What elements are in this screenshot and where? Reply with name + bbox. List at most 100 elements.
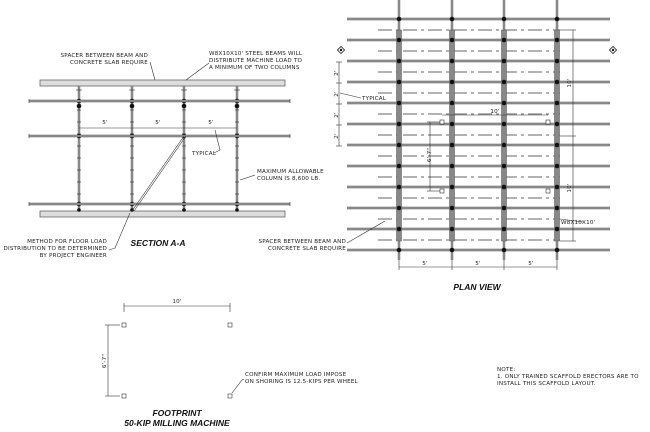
wheel-square xyxy=(439,119,445,125)
plan-spacer-note-2: CONCRETE SLAB REQUIRE xyxy=(268,246,346,252)
coupler-node xyxy=(501,121,507,127)
coupler-node xyxy=(396,100,402,106)
w8-steel-beam xyxy=(501,29,507,242)
coupler-node xyxy=(501,226,507,232)
coupler-node xyxy=(77,208,81,212)
section-marker-icon xyxy=(608,45,618,55)
plan-dim-bottom-2: 5' xyxy=(475,261,481,267)
coupler-node xyxy=(449,16,455,22)
plan-beam-label: W8X10X10' xyxy=(561,220,595,226)
coupler-node xyxy=(396,58,402,64)
coupler-node xyxy=(501,184,507,190)
section-dim-2: 5' xyxy=(155,120,161,126)
leader-beams xyxy=(185,62,210,81)
coupler-node xyxy=(449,226,455,232)
coupler-node xyxy=(501,205,507,211)
leader-typical xyxy=(213,149,221,154)
plan-dim-left-1: 2' xyxy=(334,70,340,76)
wheel-square xyxy=(227,322,233,328)
w8-steel-beam xyxy=(449,29,455,242)
footprint-subtitle: 50-KIP MILLING MACHINE xyxy=(124,418,230,428)
plan-dim-left-3: 2' xyxy=(334,112,340,118)
coupler-node xyxy=(396,142,402,148)
footprint-dim-width: 10' xyxy=(172,299,181,305)
concrete-slab-top xyxy=(39,79,286,87)
coupler-node xyxy=(554,121,560,127)
coupler-node xyxy=(235,208,239,212)
leader-method xyxy=(108,247,116,251)
coupler-node xyxy=(396,247,402,253)
footprint-dim-height: 6'-7" xyxy=(102,354,108,368)
w8-steel-beam xyxy=(396,29,402,242)
section-method-note-3: BY PROJECT ENGINEER xyxy=(40,253,107,259)
leader-typical xyxy=(214,129,221,151)
coupler-node xyxy=(554,37,560,43)
coupler-node xyxy=(501,58,507,64)
concrete-slab-bottom xyxy=(39,210,286,218)
section-dim-3: 5' xyxy=(208,120,214,126)
coupler-node xyxy=(611,48,615,52)
footprint-note-2: ON SHORING IS 12.5-KIPS PER WHEEL xyxy=(245,379,359,385)
wheel-square xyxy=(545,119,551,125)
wheel-square xyxy=(121,393,127,399)
plan-typical-note: TYPICAL xyxy=(361,96,387,102)
section-a-a-geometry xyxy=(28,61,291,251)
coupler-node xyxy=(396,226,402,232)
leader-typical xyxy=(339,92,362,99)
section-typical-note: TYPICAL xyxy=(191,151,217,157)
coupler-node xyxy=(449,100,455,106)
coupler-node xyxy=(449,205,455,211)
section-spacer-note-2: CONCRETE SLAB REQUIRE xyxy=(70,60,148,66)
footprint-title: FOOTPRINT xyxy=(152,408,202,418)
coupler-node xyxy=(449,247,455,253)
coupler-node xyxy=(449,184,455,190)
section-beams-note-2: DISTRIBUTE MACHINE LOAD TO xyxy=(209,58,302,64)
coupler-node xyxy=(554,226,560,232)
leader-method xyxy=(114,212,131,249)
coupler-node xyxy=(501,37,507,43)
plan-dim-right-2: 10' xyxy=(567,183,573,192)
coupler-node xyxy=(554,100,560,106)
coupler-node xyxy=(396,37,402,43)
coupler-node xyxy=(181,103,187,109)
plan-view-geometry xyxy=(336,0,618,270)
coupler-node xyxy=(396,16,402,22)
coupler-node xyxy=(396,184,402,190)
section-beams-note-3: A MINIMUM OF TWO COLUMNS xyxy=(209,65,300,71)
note-line-1: 1. ONLY TRAINED SCAFFOLD ERECTORS ARE TO xyxy=(497,374,639,380)
coupler-node xyxy=(130,208,134,212)
plan-dim-right-1: 10' xyxy=(567,78,573,87)
section-dim-1: 5' xyxy=(102,120,108,126)
w8-steel-beam xyxy=(554,29,560,242)
coupler-node xyxy=(182,208,186,212)
coupler-node xyxy=(501,142,507,148)
coupler-node xyxy=(449,58,455,64)
coupler-node xyxy=(396,79,402,85)
coupler-node xyxy=(501,247,507,253)
section-method-note-1: METHOD FOR FLOOR LOAD xyxy=(27,239,107,245)
footprint-note-1: CONFIRM MAXIMUM LOAD IMPOSE xyxy=(245,372,347,378)
note-line-2: INSTALL THIS SCAFFOLD LAYOUT. xyxy=(497,381,596,387)
coupler-node xyxy=(396,163,402,169)
leader-confirm xyxy=(231,379,243,394)
coupler-node xyxy=(554,184,560,190)
coupler-node xyxy=(554,205,560,211)
plan-dim-bottom-1: 5' xyxy=(422,261,428,267)
footprint-geometry xyxy=(105,303,245,399)
coupler-node xyxy=(234,103,240,109)
coupler-node xyxy=(449,142,455,148)
leader-beam xyxy=(559,218,584,223)
wheel-square xyxy=(227,393,233,399)
section-beams-note-1: W8X10X10' STEEL BEAMS WILL xyxy=(209,51,303,57)
diagonal-brace xyxy=(131,135,185,212)
coupler-node xyxy=(449,37,455,43)
coupler-node xyxy=(501,100,507,106)
plan-dim-left-2: 2' xyxy=(334,91,340,97)
coupler-node xyxy=(554,16,560,22)
leader-confirm xyxy=(241,378,245,381)
coupler-node xyxy=(449,79,455,85)
section-spacer-note-1: SPACER BETWEEN BEAM AND xyxy=(61,53,148,59)
coupler-node xyxy=(501,163,507,169)
coupler-node xyxy=(501,79,507,85)
